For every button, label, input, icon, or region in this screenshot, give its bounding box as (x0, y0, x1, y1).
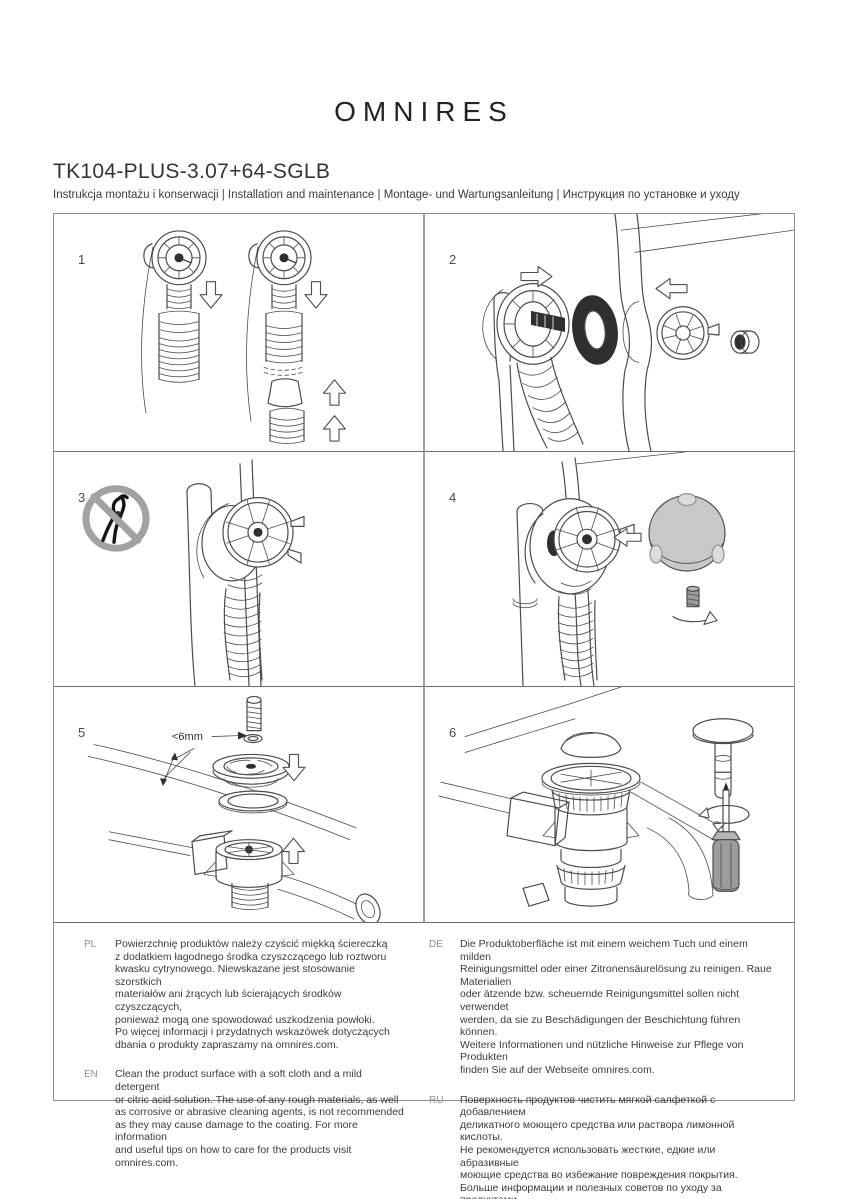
down-arrow-icon (304, 281, 328, 309)
screwdriver (698, 782, 750, 892)
language-label: EN (84, 1069, 98, 1081)
step-cell-1: 1 (54, 214, 425, 452)
overflow-assembly (512, 498, 635, 686)
care-column-left: PL Powierzchnię produktów należy czyścić… (84, 938, 404, 1199)
step-cell-3: 3 (54, 452, 425, 687)
up-arrow-icon (281, 837, 306, 865)
care-block-ru: RU Поверхность продуктов чистить мягкой … (429, 1094, 776, 1199)
instruction-panel: 1 (53, 213, 795, 1199)
step-cell-5: 5 <6mm (54, 687, 425, 923)
care-text: Поверхность продуктов чистить мягкой сал… (460, 1093, 738, 1199)
language-label: PL (84, 939, 97, 950)
step-1-illustration (141, 230, 347, 444)
care-instructions: PL Powierzchnię produktów należy czyścić… (54, 923, 794, 1199)
up-arrow-icon (322, 415, 347, 442)
down-arrow-icon (282, 753, 306, 782)
care-text: Die Produktoberfläche ist mit einem weic… (460, 938, 772, 1076)
no-pliers-icon (82, 485, 150, 552)
step-cell-6: 6 (425, 687, 794, 923)
step-cell-2: 2 (425, 214, 794, 452)
step-5-illustration (87, 695, 381, 922)
care-block-de: DE Die Produktoberfläche ist mit einem w… (429, 938, 776, 1077)
step-number: 3 (78, 490, 86, 505)
drain-gasket (218, 790, 288, 814)
bathtub-wall (614, 214, 653, 451)
care-block-en: EN Clean the product surface with a soft… (84, 1068, 404, 1169)
care-column-right: DE Die Produktoberfläche ist mit einem w… (429, 938, 776, 1199)
overflow-knob (648, 493, 726, 572)
step-number: 5 (78, 725, 86, 740)
overflow-hose-left (141, 230, 207, 414)
step-number: 4 (449, 490, 457, 505)
left-arrow-icon (613, 527, 642, 547)
small-ring (243, 734, 263, 744)
language-label: RU (429, 1094, 444, 1106)
overflow-assembly (186, 483, 305, 686)
step-2-illustration (482, 214, 794, 451)
rotate-arrow-icon (704, 804, 750, 824)
rotate-arrow-icon (672, 615, 706, 623)
down-arrow-icon (199, 281, 223, 309)
up-arrow-icon (322, 379, 347, 406)
overflow-body (482, 282, 584, 451)
overflow-hose-right (246, 230, 312, 444)
step-number: 6 (449, 725, 457, 740)
document-subtitle: Instrukcja montażu i konserwacji | Insta… (53, 189, 740, 201)
thickness-annotation: <6mm (172, 731, 203, 743)
language-label: DE (429, 939, 443, 950)
installed-drain (506, 732, 714, 907)
step-6-illustration (438, 687, 754, 907)
step-number: 1 (78, 252, 86, 267)
care-text: Clean the product surface with a soft cl… (115, 1068, 404, 1169)
overflow-cap (730, 330, 760, 354)
step-number: 2 (449, 252, 457, 267)
drain-body (108, 830, 381, 922)
rosette-flange (656, 306, 720, 360)
rubber-gasket (572, 295, 618, 365)
care-text: Powierzchnię produktów należy czyścić mi… (115, 938, 390, 1051)
drain-plug (692, 718, 754, 799)
step-4-illustration (512, 452, 726, 686)
grub-screw (686, 585, 700, 608)
care-block-pl: PL Powierzchnię produktów należy czyścić… (84, 938, 404, 1051)
thickness-measure (160, 731, 247, 787)
product-code: TK104-PLUS-3.07+64-SGLB (53, 160, 331, 183)
right-arrow-icon (520, 265, 553, 288)
left-arrow-icon (655, 277, 688, 300)
brand-logo: OMNIRES (334, 96, 514, 127)
step-3-illustration (82, 459, 305, 686)
step-cell-4: 4 (425, 452, 794, 687)
strainer-flange (212, 753, 290, 788)
rotate-arrow-icon (703, 611, 718, 626)
drain-screw (246, 695, 262, 732)
